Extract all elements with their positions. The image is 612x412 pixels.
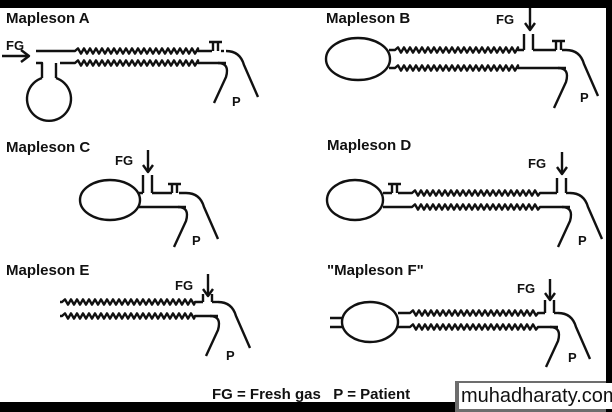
tube-d-top xyxy=(405,189,557,197)
patient-label-e: P xyxy=(226,348,235,363)
patient-label-c: P xyxy=(192,233,201,248)
fg-arrow-d-head xyxy=(556,166,568,176)
patient-end-e-outer-tube xyxy=(217,300,252,349)
patient-label-d: P xyxy=(578,233,587,248)
fg-arrow-b-head xyxy=(524,22,536,32)
tube-f-top xyxy=(398,309,545,317)
legend-text: FG = Fresh gas P = Patient xyxy=(212,386,411,403)
apl-valve-d xyxy=(388,182,401,193)
patient-end-b-inner-tube xyxy=(552,66,569,109)
tube-e-top xyxy=(60,298,203,306)
fg-arrow-c-head xyxy=(142,164,154,174)
tube-b-top xyxy=(389,46,524,54)
tube-e-bottom xyxy=(60,312,218,320)
fg-arrow-a-head xyxy=(20,49,31,63)
watermark: muhadharaty.com xyxy=(455,381,612,412)
fg-label-f: FG xyxy=(517,281,536,296)
bag-neck-a xyxy=(36,61,58,78)
watermark-text: muhadharaty.com xyxy=(459,383,612,409)
fg-inlet-f xyxy=(543,300,556,313)
fg-label-d: FG xyxy=(528,156,547,171)
title-mapleson-e: Mapleson E xyxy=(6,262,90,279)
fg-label-c: FG xyxy=(115,153,134,168)
fg-inlet-b xyxy=(522,34,535,50)
reservoir-bag-d xyxy=(325,178,385,222)
apl-valve-b xyxy=(552,39,565,50)
title-mapleson-c: Mapleson C xyxy=(6,139,91,156)
patient-end-c-outer-tube xyxy=(185,191,220,240)
patient-label-b: P xyxy=(580,90,589,105)
title-mapleson-f: "Mapleson F" xyxy=(327,262,424,279)
fg-inlet-c xyxy=(141,175,154,193)
patient-label-f: P xyxy=(568,350,577,365)
patient-end-b-outer-tube xyxy=(565,48,600,97)
bag-tail-f xyxy=(330,316,343,329)
patient-end-c-inner-tube xyxy=(172,205,189,248)
patient-end-f-inner-tube xyxy=(544,325,561,368)
apl-valve-c xyxy=(168,182,181,193)
fg-label-a: FG xyxy=(6,38,25,53)
reservoir-bag-a xyxy=(25,76,73,123)
patient-end-d-outer-tube xyxy=(569,191,604,240)
fg-label-b: FG xyxy=(496,12,515,27)
patient-label-a: P xyxy=(232,94,241,109)
reservoir-bag-f xyxy=(340,300,400,344)
tube-d-bottom xyxy=(383,203,570,211)
tube-a-top xyxy=(36,47,212,55)
fg-arrow-e-head xyxy=(202,288,214,298)
tube-b-bottom xyxy=(389,64,566,72)
reservoir-bag-c xyxy=(78,178,142,222)
tube-f-bottom xyxy=(398,323,558,331)
fg-inlet-e xyxy=(201,294,214,302)
patient-end-a-inner-tube xyxy=(212,61,229,104)
patient-end-f-outer-tube xyxy=(557,311,592,360)
fg-inlet-d xyxy=(555,178,568,193)
patient-end-a-outer-tube xyxy=(225,49,260,98)
title-mapleson-b: Mapleson B xyxy=(326,10,411,27)
title-mapleson-a: Mapleson A xyxy=(6,10,90,27)
tube-a-bottom xyxy=(60,59,226,67)
fg-label-e: FG xyxy=(175,278,194,293)
patient-end-e-inner-tube xyxy=(204,314,221,357)
fg-arrow-f-head xyxy=(544,292,556,302)
patient-end-d-inner-tube xyxy=(556,205,573,248)
apl-valve-a xyxy=(209,40,222,51)
reservoir-bag-b xyxy=(324,36,392,82)
title-mapleson-d: Mapleson D xyxy=(327,137,412,154)
